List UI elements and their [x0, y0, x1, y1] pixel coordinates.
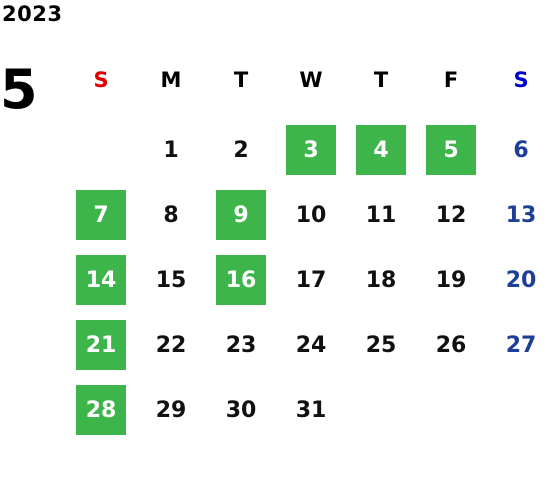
calendar-day[interactable]: 24: [295, 332, 327, 358]
calendar-day-highlighted[interactable]: 28: [76, 385, 126, 435]
calendar-day-highlighted[interactable]: 9: [216, 190, 266, 240]
calendar-day-highlighted[interactable]: 4: [356, 125, 406, 175]
calendar-day-highlighted[interactable]: 14: [76, 255, 126, 305]
weekday-header: T: [233, 68, 249, 92]
month-number: 5: [0, 58, 38, 121]
calendar-day[interactable]: 2: [233, 137, 249, 163]
calendar-day[interactable]: 1: [163, 137, 179, 163]
calendar-day-highlighted[interactable]: 3: [286, 125, 336, 175]
calendar-day[interactable]: 25: [365, 332, 397, 358]
weekday-header: T: [373, 68, 389, 92]
calendar-day[interactable]: 10: [295, 202, 327, 228]
calendar-day[interactable]: 29: [155, 397, 187, 423]
calendar-day[interactable]: 8: [163, 202, 179, 228]
calendar-day[interactable]: 18: [365, 267, 397, 293]
year-label: 2023: [2, 2, 63, 26]
calendar-day-highlighted[interactable]: 16: [216, 255, 266, 305]
calendar-day[interactable]: 26: [435, 332, 467, 358]
weekday-header: W: [299, 68, 323, 92]
calendar-day[interactable]: 23: [225, 332, 257, 358]
calendar-day[interactable]: 15: [155, 267, 187, 293]
calendar-day-highlighted[interactable]: 5: [426, 125, 476, 175]
calendar-day[interactable]: 12: [435, 202, 467, 228]
calendar-day[interactable]: 11: [365, 202, 397, 228]
weekday-header: S: [513, 68, 529, 92]
calendar-day[interactable]: 30: [225, 397, 257, 423]
calendar-day[interactable]: 13: [505, 202, 537, 228]
calendar-day[interactable]: 31: [295, 397, 327, 423]
calendar-day[interactable]: 27: [505, 332, 537, 358]
calendar-day-highlighted[interactable]: 21: [76, 320, 126, 370]
calendar-day[interactable]: 22: [155, 332, 187, 358]
weekday-header: M: [160, 68, 182, 92]
weekday-header: S: [93, 68, 109, 92]
calendar-day[interactable]: 20: [505, 267, 537, 293]
calendar-day[interactable]: 19: [435, 267, 467, 293]
calendar-day-highlighted[interactable]: 7: [76, 190, 126, 240]
calendar-day[interactable]: 17: [295, 267, 327, 293]
weekday-header: F: [443, 68, 459, 92]
calendar-day[interactable]: 6: [513, 137, 529, 163]
